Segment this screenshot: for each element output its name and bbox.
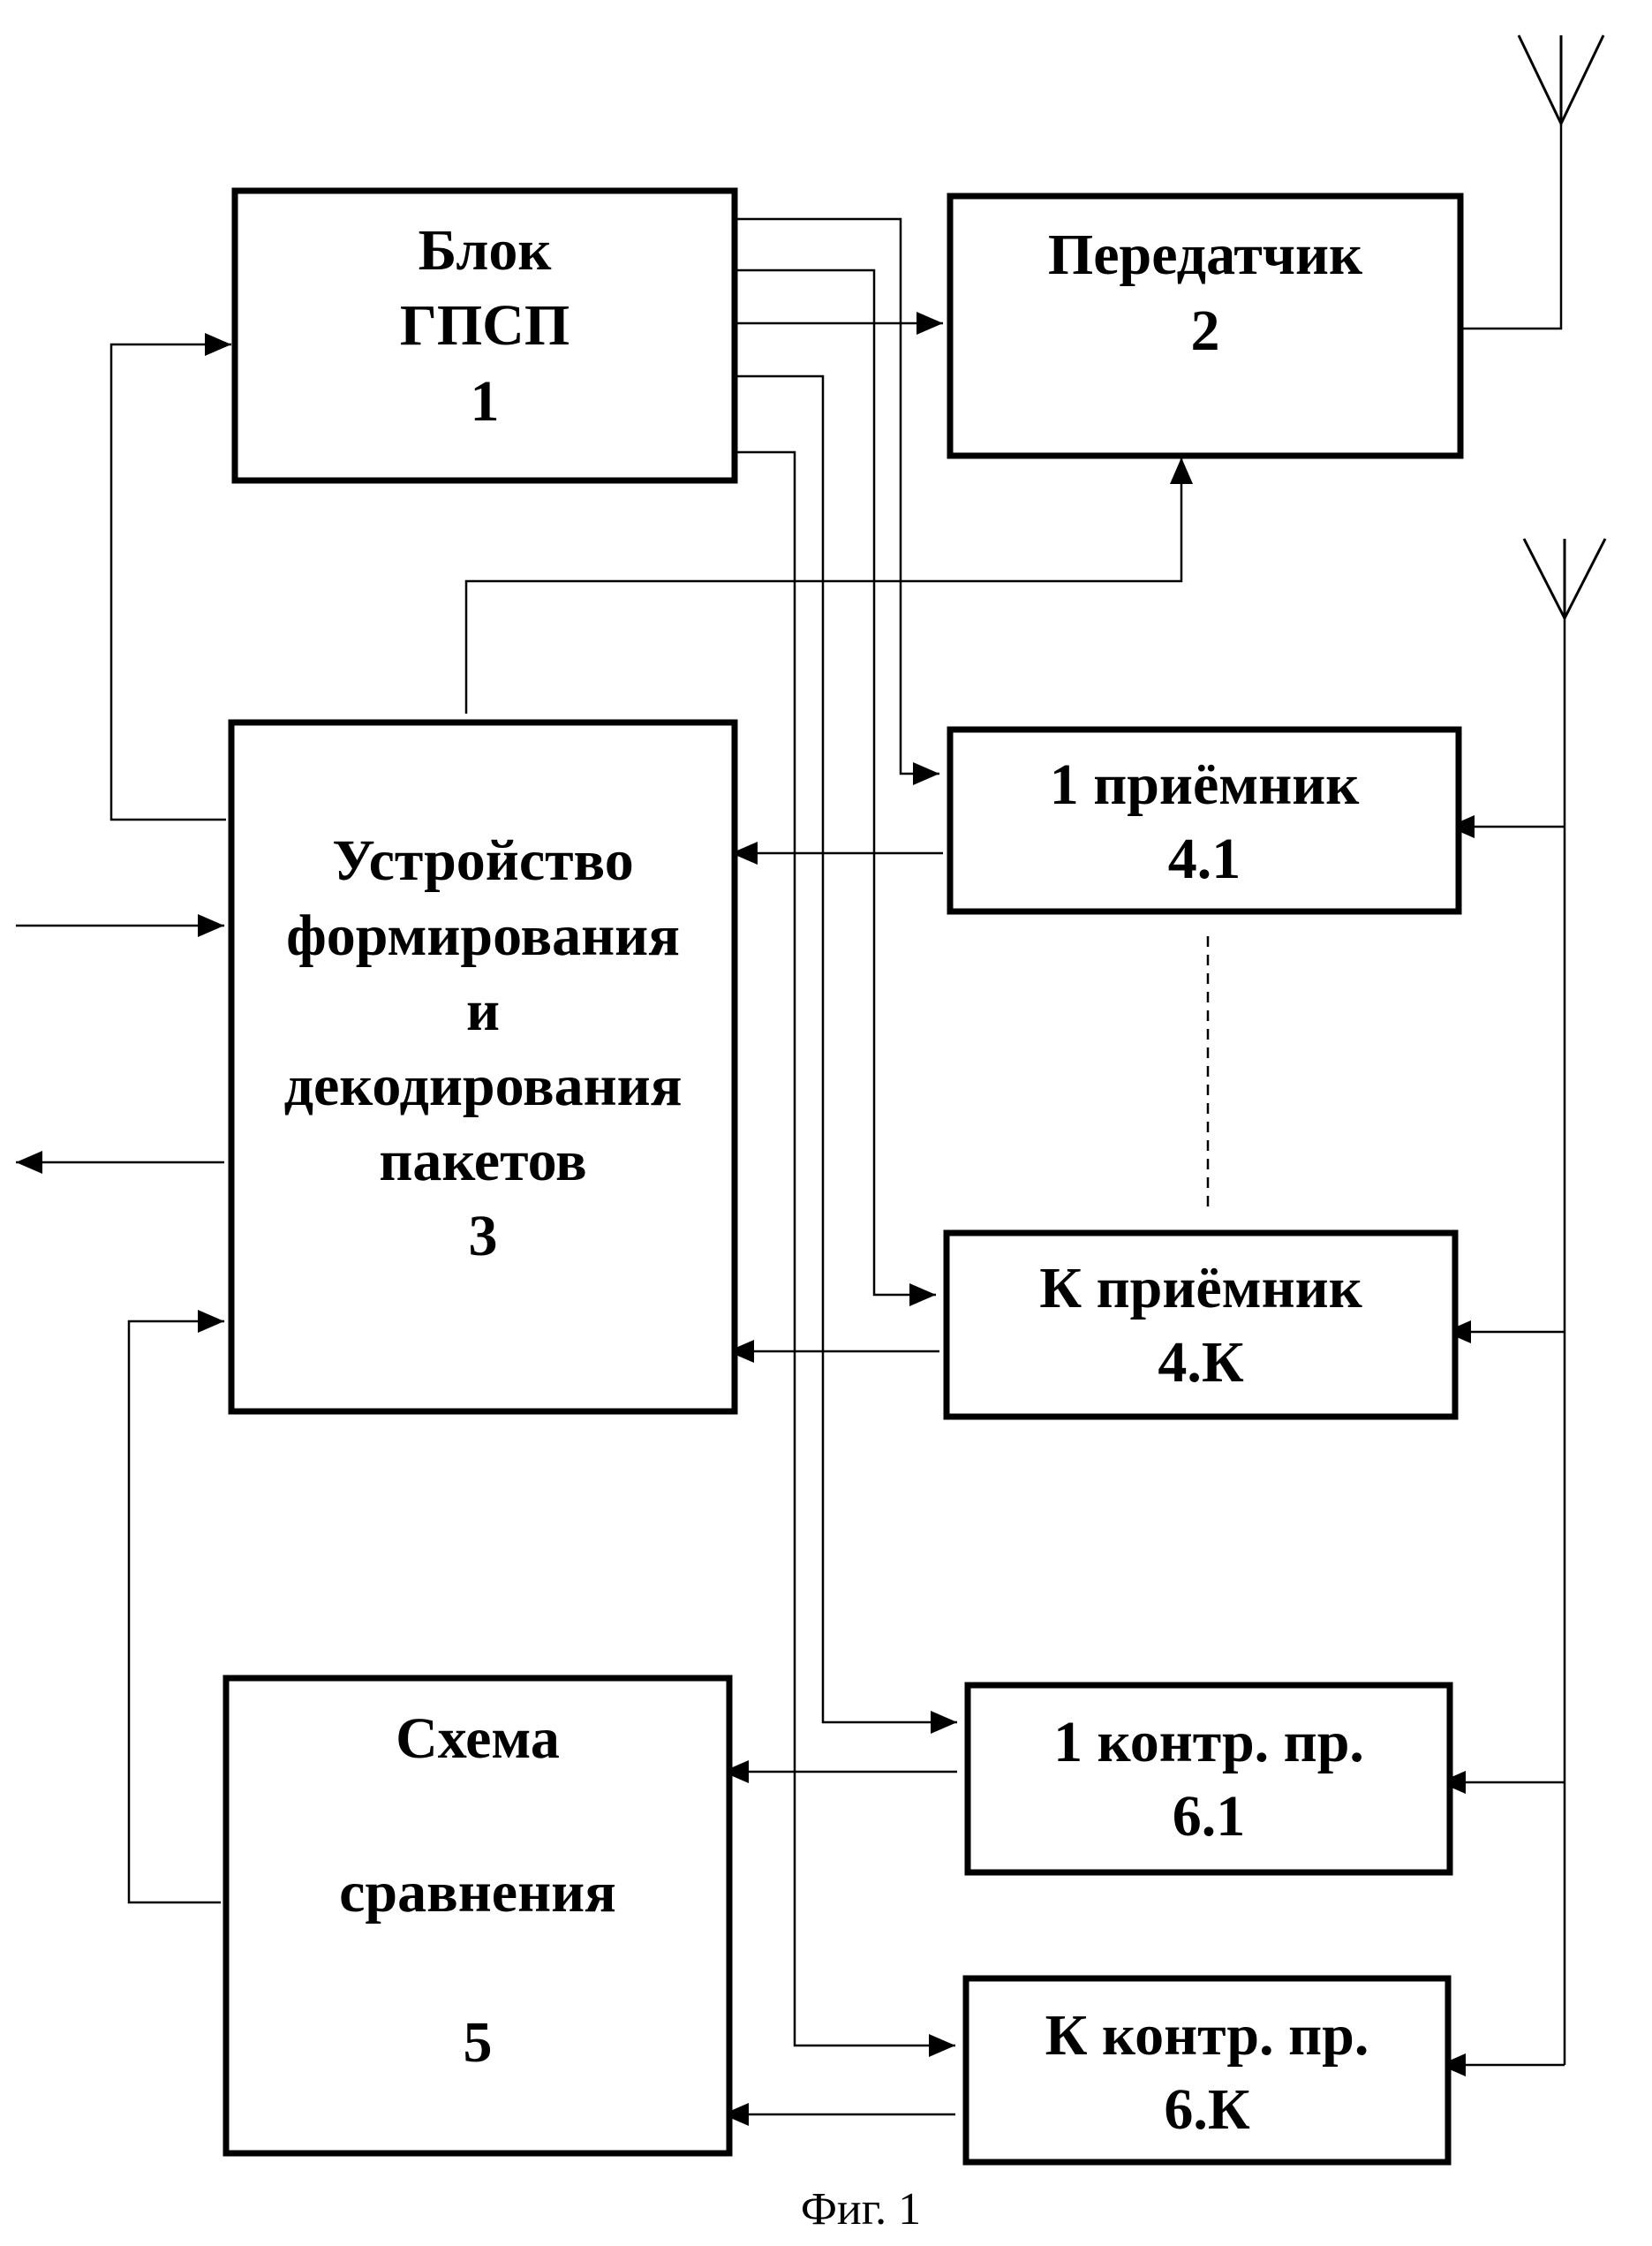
block-receiver-1-line-2: 4.1 <box>1168 827 1241 891</box>
block-comparator: Схема сравнения 5 <box>226 1678 729 2153</box>
wire-gpsp-to-receiverK <box>733 270 936 1295</box>
block-control-1: 1 контр. пр. 6.1 <box>968 1685 1450 1872</box>
block-codec-line-2: формирования <box>286 904 680 968</box>
wire-comparator-to-codec <box>129 1321 224 1902</box>
block-gpsp: Блок ГПСП 1 <box>235 191 735 480</box>
block-receiver-k: К приёмник 4.К <box>947 1233 1455 1417</box>
block-control-1-line-1: 1 контр. пр. <box>1053 1710 1364 1774</box>
wire-codec-to-gpsp <box>111 344 231 820</box>
block-receiver-k-line-2: 4.К <box>1158 1330 1244 1395</box>
block-transmitter-line-1: Передатчик <box>1048 223 1362 287</box>
block-codec-line-6: 3 <box>469 1204 498 1268</box>
block-codec-line-4: декодирования <box>284 1054 683 1118</box>
block-comparator-line-2: сравнения <box>339 1860 616 1925</box>
block-gpsp-line-3: 1 <box>471 369 500 434</box>
wire-gpsp-to-controlK <box>733 452 955 2046</box>
wire-gpsp-to-receiver1 <box>733 219 939 774</box>
block-gpsp-line-2: ГПСП <box>400 293 570 358</box>
block-gpsp-line-1: Блок <box>419 218 552 283</box>
block-codec-line-1: Устройство <box>332 828 633 893</box>
block-codec: Устройство формирования и декодирования … <box>231 722 735 1411</box>
block-comparator-line-1: Схема <box>396 1706 560 1771</box>
block-codec-line-5: пакетов <box>379 1129 586 1193</box>
transmit-antenna-icon <box>1519 35 1603 124</box>
figure-caption: Фиг. 1 <box>801 2184 921 2235</box>
block-codec-line-3: и <box>466 979 500 1043</box>
block-control-k-line-1: К контр. пр. <box>1045 2003 1369 2068</box>
wire-transmitter-to-antenna <box>1448 124 1561 329</box>
block-control-k-line-2: 6.К <box>1164 2077 1250 2142</box>
block-receiver-1: 1 приёмник 4.1 <box>950 730 1459 911</box>
block-control-k: К контр. пр. 6.К <box>966 1978 1448 2162</box>
block-receiver-k-line-1: К приёмник <box>1039 1256 1362 1320</box>
receive-antenna-icon <box>1524 539 1605 618</box>
block-receiver-1-line-1: 1 приёмник <box>1050 752 1360 817</box>
block-control-1-line-2: 6.1 <box>1173 1784 1246 1849</box>
wire-gpsp-to-control1 <box>733 376 957 1722</box>
block-comparator-line-3: 5 <box>464 2010 493 2075</box>
block-transmitter-line-2: 2 <box>1191 299 1220 363</box>
block-transmitter: Передатчик 2 <box>950 196 1460 456</box>
